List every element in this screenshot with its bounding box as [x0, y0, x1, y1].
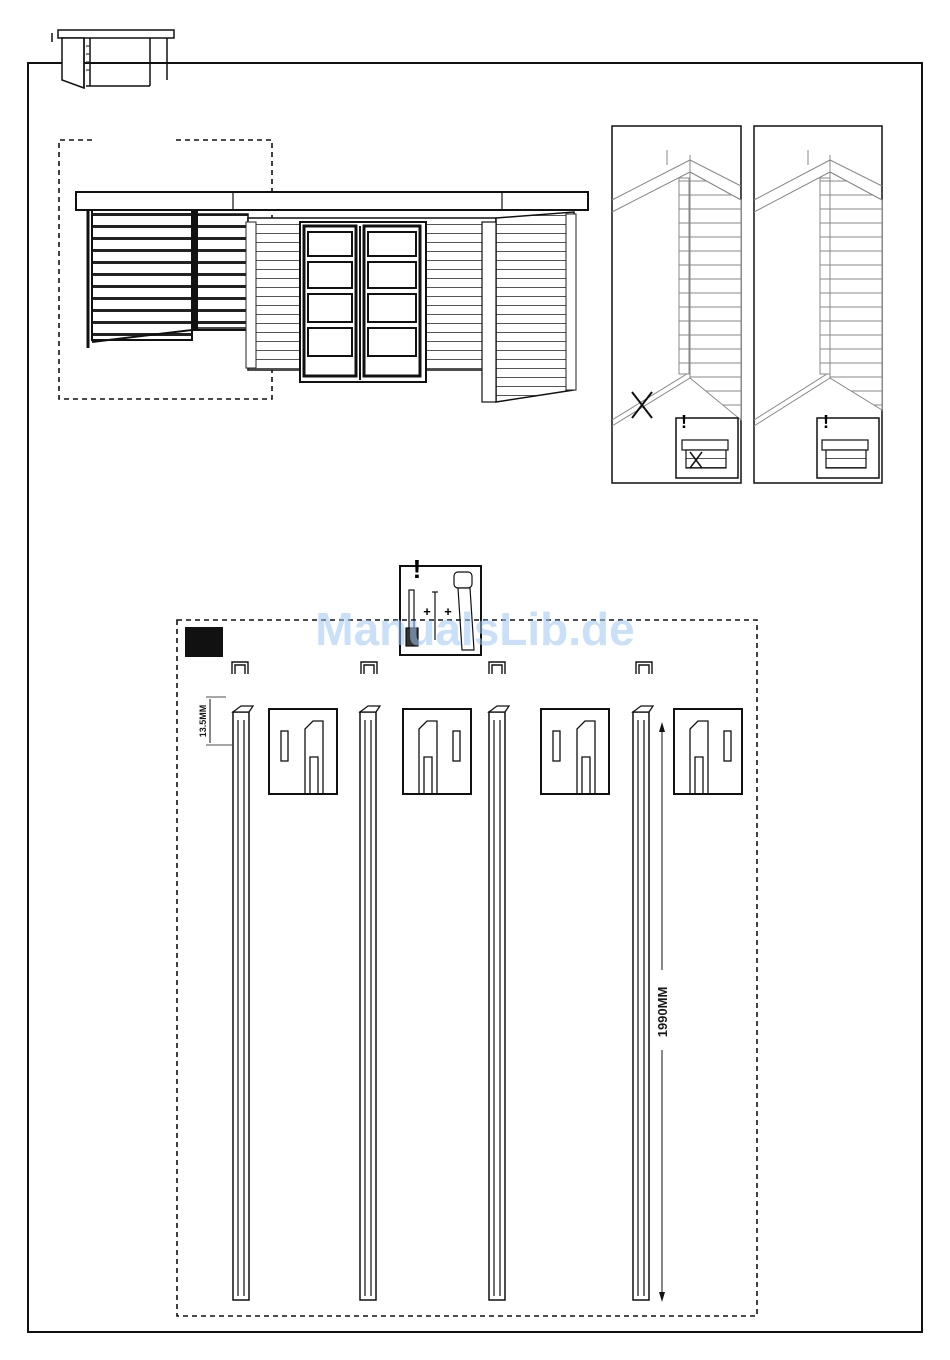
- u-profile-part: [360, 662, 471, 1300]
- warning-icon: !: [823, 412, 829, 432]
- profile-detail-box: [269, 709, 337, 794]
- warning-icon: !: [681, 412, 687, 432]
- dimension-13-5mm: 13.5MM: [198, 697, 232, 745]
- u-profile-part: [232, 662, 337, 1300]
- profile-detail-insert: [724, 731, 731, 761]
- u-profile-part: [489, 662, 609, 1300]
- correct-corner-illustration: !: [754, 126, 882, 483]
- watermark-text: ManualsLib.de: [315, 603, 634, 655]
- shed-illustration: [76, 192, 588, 402]
- profile-post-outer: [489, 712, 505, 1300]
- u-profile-part: [633, 662, 742, 1300]
- u-profile-icon: [489, 662, 505, 674]
- profile-detail-box: [541, 709, 609, 794]
- profile-detail-insert: [553, 731, 560, 761]
- dimension-1990mm: 1990MM: [654, 722, 670, 1302]
- profile-post-outer: [633, 712, 649, 1300]
- dimension-label-13-5mm: 13.5MM: [198, 705, 208, 738]
- profile-detail-insert: [453, 731, 460, 761]
- warning-icon: !: [413, 554, 422, 584]
- u-profile-icon: [636, 662, 652, 674]
- svg-text:!: !: [823, 412, 829, 432]
- dimension-label-1990mm: 1990MM: [655, 987, 670, 1038]
- profile-post-outer: [360, 712, 376, 1300]
- profile-post-outer: [233, 712, 249, 1300]
- shed-thumbnail-icon: [52, 30, 174, 88]
- step-marker-icon: [185, 627, 223, 657]
- svg-text:!: !: [413, 554, 422, 584]
- incorrect-corner-illustration: !: [612, 126, 741, 483]
- u-profile-icon: [361, 662, 377, 674]
- u-profile-icon: [232, 662, 248, 674]
- svg-text:!: !: [681, 412, 687, 432]
- profile-detail-insert: [281, 731, 288, 761]
